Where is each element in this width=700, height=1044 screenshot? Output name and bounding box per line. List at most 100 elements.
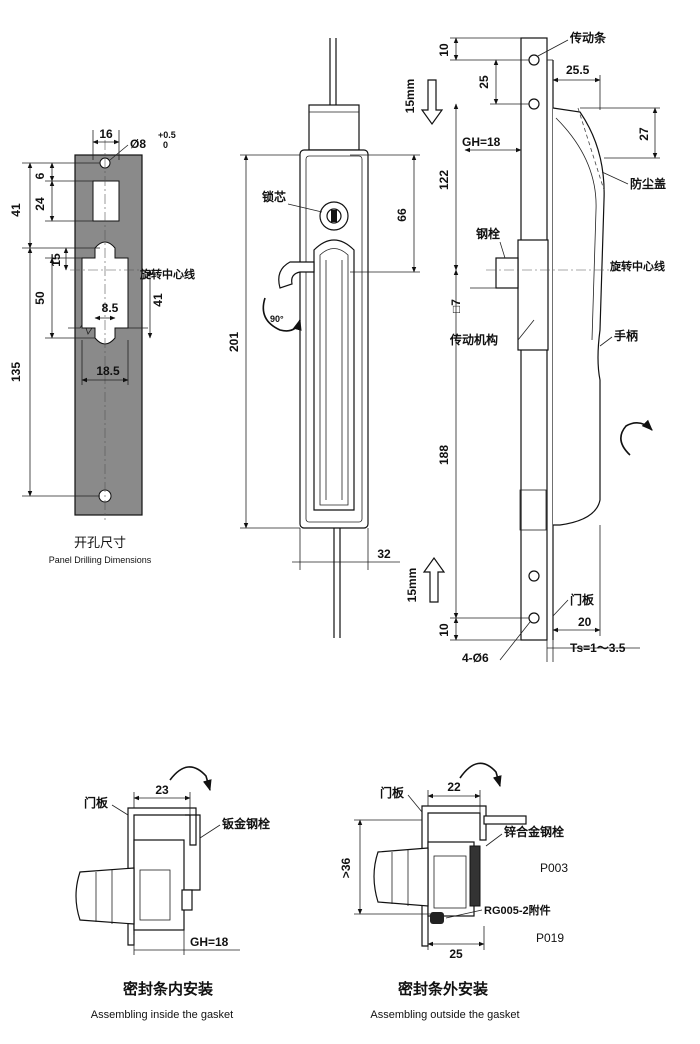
holes-label: 4-Ø6: [462, 651, 489, 665]
handle-profile-inner: [555, 117, 597, 341]
p003-label: P003: [540, 861, 568, 875]
install-outside-view: 22 门板 锌合金钢栓 P003 >36 RG005-2附件 P019 25 密…: [339, 762, 568, 1021]
dim-32-label: 32: [377, 547, 391, 561]
knob-inside: [75, 867, 135, 925]
outside-latch-label: 锌合金钢栓: [504, 824, 564, 839]
dim-25-5-label: 25.5: [566, 63, 590, 77]
lock-body-inside: [133, 839, 185, 931]
lock-body-inner: [305, 155, 363, 523]
leader-inside-latch: [199, 824, 221, 839]
dim-10-top-label: 10: [437, 43, 451, 57]
lock-body-inside-detail: [139, 869, 171, 921]
outside-door-panel-label: 门板: [380, 785, 405, 800]
travel-bottom-label: 15mm: [405, 568, 419, 603]
door-panel-label: 门板: [570, 592, 595, 607]
leader-inside-door: [111, 804, 129, 816]
leader-steel-latch: [499, 241, 506, 259]
leader-holes: [499, 621, 531, 661]
square-hole: [92, 180, 120, 222]
dim-10-bottom-label: 10: [437, 623, 451, 637]
screw: [181, 889, 193, 911]
leader-outside-latch: [485, 833, 503, 847]
lock-core-inner: [326, 208, 342, 224]
lever: [278, 261, 315, 289]
leader-door-panel: [552, 599, 569, 617]
inside-latch-label: 钣金钢栓: [222, 816, 270, 831]
rotation-center-label: 旋转中心线: [139, 267, 195, 281]
inside-rotation-arrow-icon: [169, 766, 212, 792]
knob-outside: [373, 847, 429, 907]
panel-drilling-title-cn: 开孔尺寸: [74, 535, 126, 550]
leader-drive-mechanism: [517, 319, 535, 341]
front-view: 90° 锁芯 66 201 32: [227, 38, 420, 638]
drive-mechanism-label: 传动机构: [449, 332, 498, 347]
handle-profile: [552, 107, 605, 526]
key-slot: [331, 210, 337, 222]
dim-23-label: 23: [155, 783, 169, 797]
zinc-latch: [483, 815, 527, 825]
accessory-label: RG005-2附件: [484, 903, 551, 917]
square-label: □7: [449, 299, 463, 313]
side-view: 15mm 15mm 10 25 122 188 10 GH=18 25.5 27: [403, 30, 666, 665]
bar-hole: [528, 612, 540, 624]
lock-body-outside-detail: [433, 855, 467, 909]
dim-27-label: 27: [637, 127, 651, 141]
lock-body-outside: [427, 841, 475, 917]
travel-down-arrow-icon: [420, 79, 444, 126]
travel-up-arrow-icon: [422, 556, 446, 603]
rg005-accessory: [430, 912, 444, 924]
hole-tol-lower: 0: [163, 140, 168, 150]
dim-hole-label: Ø8: [130, 137, 146, 151]
p019-label: P019: [536, 931, 564, 945]
side-rotation-arrow-icon: [620, 419, 653, 456]
handle-label: 手柄: [614, 328, 638, 343]
travel-top-label: 15mm: [403, 79, 417, 114]
leader-handle: [599, 336, 613, 347]
dim-6-label: 6: [33, 172, 47, 179]
dim-36-label: >36: [339, 857, 353, 878]
dim-50-label: 50: [33, 291, 47, 305]
dim-22-label: 22: [447, 780, 461, 794]
handle-inner: [319, 248, 349, 506]
leader-outside-door: [407, 794, 423, 813]
dim-20-label: 20: [578, 615, 592, 629]
thickness-label: Ts=1～3.5: [570, 641, 626, 655]
leader-dust-cover: [601, 171, 629, 185]
leader-accessory: [445, 909, 483, 919]
rotation-arrow-icon: [262, 297, 302, 332]
bar-hole: [528, 570, 540, 582]
hole-tol-upper: +0.5: [158, 130, 176, 140]
leader-drive-bar: [537, 39, 569, 57]
gh-label: GH=18: [462, 135, 501, 149]
leader-hole: [109, 144, 129, 161]
dim-41-right-label: 41: [151, 293, 165, 307]
inside-gh-label: GH=18: [190, 935, 229, 949]
dim-122-label: 122: [437, 170, 451, 190]
top-block: [308, 104, 360, 151]
handle: [313, 239, 355, 511]
bar-hole: [528, 54, 540, 66]
dust-cover-outline: [577, 107, 605, 191]
dim-188-label: 188: [437, 445, 451, 465]
outside-title-cn: 密封条外安装: [398, 980, 489, 998]
inside-title-en: Assembling inside the gasket: [91, 1009, 233, 1021]
inside-door-panel-label: 门板: [84, 795, 109, 810]
outside-rotation-arrow-icon: [459, 762, 502, 788]
panel-drilling-view: 16 Ø8 +0.5 0 41 6 24 15 50 135 41 旋转中心线 …: [9, 127, 195, 565]
rotation-angle: 90°: [270, 314, 284, 324]
dim-25-outside-label: 25: [449, 947, 463, 961]
lower-guide: [519, 489, 547, 531]
outside-title-en: Assembling outside the gasket: [370, 1009, 519, 1021]
dim-18-5-label: 18.5: [96, 364, 120, 378]
dim-24-label: 24: [33, 197, 47, 211]
leader-lock-core: [287, 203, 323, 213]
dust-cover-label: 防尘盖: [630, 176, 666, 191]
dim-25-label: 25: [477, 75, 491, 89]
dim-41-top-label: 41: [9, 203, 23, 217]
install-inside-view: 23 门板 钣金钢栓 GH=18 密封条内安装 Assembling insid…: [75, 766, 270, 1021]
bar-hole: [528, 98, 540, 110]
side-rotation-center-label: 旋转中心线: [609, 259, 665, 273]
steel-latch: [495, 257, 519, 289]
inside-title-cn: 密封条内安装: [123, 980, 214, 998]
